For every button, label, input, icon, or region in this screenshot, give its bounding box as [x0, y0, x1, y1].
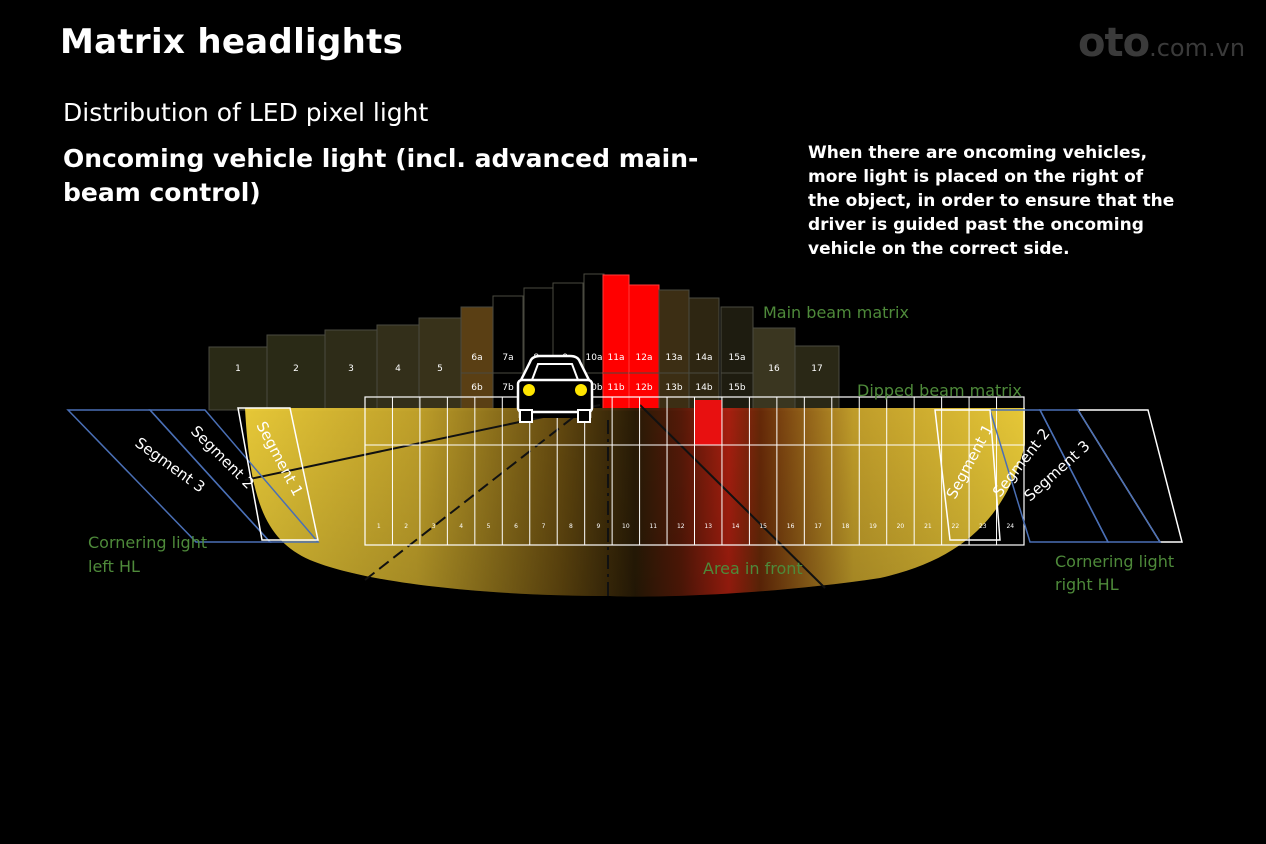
- red-highlight-strip: [695, 400, 722, 445]
- dipped-beam-cell-label: 7: [542, 523, 546, 530]
- dipped-beam-cell-label: 9: [596, 523, 600, 530]
- cornering-right-outline: [934, 409, 1183, 543]
- main-beam-cell-12a: [628, 284, 660, 411]
- main-beam-cell-label: 4: [395, 364, 401, 374]
- logo-text: oto: [1078, 20, 1150, 66]
- main-beam-cell-5: [418, 317, 462, 411]
- subtitle: Distribution of LED pixel light: [63, 98, 429, 127]
- main-beam-cell-17: [794, 345, 840, 411]
- dipped-beam-cell-label: 1: [377, 523, 381, 530]
- dipped-beam-cell-label: 18: [842, 523, 850, 530]
- main-beam-cell-label: 3: [348, 364, 354, 374]
- main-beam-cell-label-b: 11b: [607, 383, 624, 393]
- main-beam-cell-label: 17: [811, 364, 822, 374]
- main-beam-cell-4: [376, 324, 420, 411]
- main-beam-cell-label: 16: [768, 364, 780, 374]
- cornering-left-label-line1: Cornering light: [88, 533, 207, 552]
- car-icon: [516, 354, 594, 423]
- main-beam-cell-label: 13a: [666, 353, 683, 363]
- cornering-right-label-line1: Cornering light: [1055, 552, 1174, 571]
- dipped-beam-cell-label: 23: [979, 523, 987, 530]
- main-beam-cell-label: 1: [235, 364, 241, 374]
- main-beam-cell-label-b: 6b: [471, 383, 483, 393]
- cornering-left-label-line2: left HL: [88, 557, 140, 576]
- dipped-beam-cell-label: 14: [732, 523, 740, 530]
- heading: Oncoming vehicle light (incl. advanced m…: [63, 144, 699, 207]
- beam-area: [244, 400, 1025, 597]
- main-beam-cell-label: 10a: [586, 353, 603, 363]
- dipped-beam-cell-label: 17: [814, 523, 822, 530]
- dipped-beam-cell-label: 8: [569, 523, 573, 530]
- dipped-beam-cell-label: 24: [1006, 523, 1014, 530]
- main-beam-cell-label: 7a: [502, 353, 513, 363]
- main-beam-cell-label: 6a: [471, 353, 482, 363]
- dipped-beam-cell-label: 19: [869, 523, 877, 530]
- dipped-beam-cell-label: 16: [787, 523, 795, 530]
- dipped-beam-cell-label: 12: [677, 523, 685, 530]
- dipped-beam-cell-label: 22: [952, 523, 960, 530]
- main-beam-cell-label: 14a: [696, 353, 713, 363]
- main-beam-cell-label: 2: [293, 364, 299, 374]
- dipped-beam-cell-label: 6: [514, 523, 518, 530]
- dipped-beam-cell-label: 3: [432, 523, 436, 530]
- road-edge-right: [639, 404, 826, 589]
- page-title: Matrix headlights: [60, 22, 404, 62]
- main-beam-cell-2: [266, 334, 326, 411]
- dipped-beam-cell-label: 10: [622, 523, 630, 530]
- area-in-front-label: Area in front: [703, 559, 803, 578]
- road-line-dashed: [364, 411, 581, 581]
- main-beam-label: Main beam matrix: [763, 303, 909, 322]
- cornering-left-outline: [66, 407, 320, 543]
- main-beam-cell-11a: [602, 274, 630, 411]
- main-beam-cell-6a: [460, 306, 494, 411]
- dipped-beam-cell-label: 15: [759, 523, 767, 530]
- dipped-beam-cell-label: 11: [649, 523, 657, 530]
- main-beam-cell-label-b: 13b: [665, 383, 682, 393]
- dipped-beam-cell-label: 2: [404, 523, 408, 530]
- dipped-beam-cell-label: 4: [459, 523, 463, 530]
- dipped-beam-cell-label: 21: [924, 523, 932, 530]
- dipped-beam-cell-label: 13: [704, 523, 712, 530]
- dipped-beam-label: Dipped beam matrix: [857, 381, 1022, 400]
- logo: oto.com.vn: [1078, 20, 1245, 66]
- description-note: When there are oncoming vehicles, more l…: [808, 143, 1175, 259]
- main-beam-cell-13a: [658, 289, 690, 411]
- main-beam-cell-label: 12a: [636, 353, 653, 363]
- main-beam-cell-1: [208, 346, 268, 411]
- main-beam-cell-label-b: 14b: [695, 383, 712, 393]
- main-beam-cell-label: 15a: [729, 353, 746, 363]
- main-beam-cell-label-b: 12b: [635, 383, 652, 393]
- logo-suffix: .com.vn: [1149, 34, 1246, 62]
- dipped-beam-cell-label: 20: [897, 523, 905, 530]
- main-beam-matrix: 123456a6b7a7b8a8b9a9b10a10b11a11b12a12b1…: [208, 273, 840, 411]
- main-beam-cell-label: 11a: [608, 353, 625, 363]
- main-beam-cell-15a: [720, 306, 754, 411]
- main-beam-cell-label-b: 10b: [585, 383, 602, 393]
- main-beam-cell-label: 5: [437, 364, 443, 374]
- cornering-right-label-line2: right HL: [1055, 575, 1119, 594]
- main-beam-cell-label-b: 15b: [728, 383, 745, 393]
- dipped-beam-cell-label: 5: [487, 523, 491, 530]
- main-beam-cell-label-b: 7b: [502, 383, 514, 393]
